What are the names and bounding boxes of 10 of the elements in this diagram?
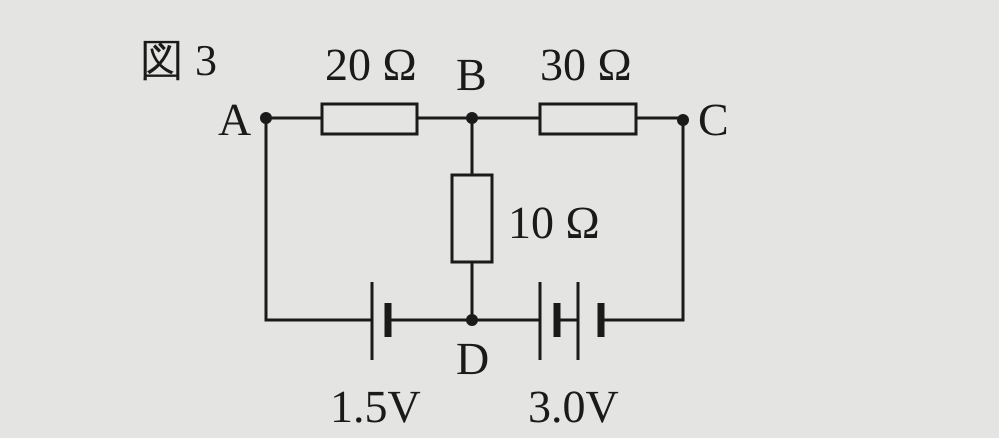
node-label: B [456,50,487,100]
resistance-label: 20 Ω [325,40,417,90]
figure-title: 図 3 [140,36,217,86]
node-label: A [218,95,252,145]
voltage-label: 1.5V [330,382,421,432]
resistance-label: 30 Ω [540,40,632,90]
voltage-label: 3.0V [528,382,619,432]
node-label: C [698,95,729,145]
resistance-label: 10 Ω [508,198,600,248]
node-label: D [456,334,490,384]
